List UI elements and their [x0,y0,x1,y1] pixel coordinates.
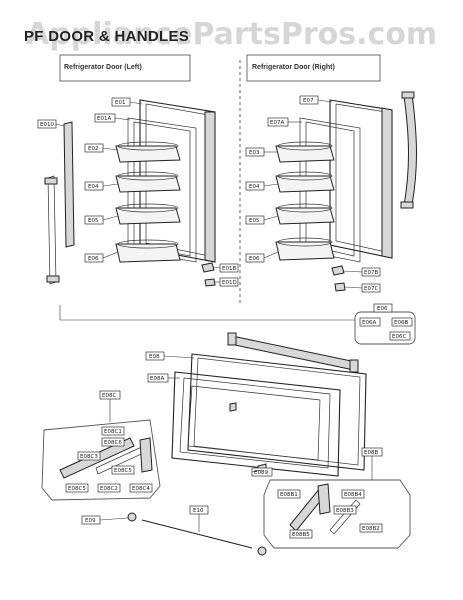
svg-text:E08C5: E08C5 [114,468,132,474]
right-door-hinge-parts [331,265,346,292]
svg-text:E08A: E08A [150,376,164,382]
svg-text:E06: E06 [377,306,388,312]
left-door-hinge-parts [201,262,216,287]
svg-text:E08C: E08C [102,393,116,399]
drawer-right-rail [289,483,361,535]
callout-labels: E01 E01A E010 E02 E04 E05 E06 E01B E01D … [37,95,413,539]
svg-text:E02: E02 [88,146,98,152]
svg-text:E06A: E06A [362,320,376,326]
svg-text:E05: E05 [249,218,260,224]
svg-text:E08: E08 [149,354,160,360]
svg-text:E01D: E01D [222,280,237,286]
svg-text:E010: E010 [40,122,54,128]
right-door-assembly [299,99,393,263]
svg-text:E08B: E08B [364,450,378,456]
drawer-top-bar [227,332,359,373]
svg-text:E08C3: E08C3 [80,454,98,460]
svg-text:E05: E05 [88,218,99,224]
svg-text:E08B1: E08B1 [280,492,298,498]
svg-text:E07C: E07C [364,286,378,292]
svg-text:E06: E06 [88,256,99,262]
drawer-right-rail-group [263,479,411,549]
right-door-shelves [275,141,335,261]
svg-text:E01: E01 [115,100,125,106]
svg-text:E04: E04 [88,184,99,190]
svg-text:E01B: E01B [222,266,236,272]
left-door-shelves [115,141,181,263]
svg-text:E08C6: E08C6 [104,440,122,446]
svg-text:E03: E03 [249,150,260,156]
svg-text:E08B3: E08B3 [336,508,354,514]
svg-text:E07B: E07B [364,270,378,276]
svg-text:E08B5: E08B5 [292,532,310,538]
right-door-handle [400,91,417,209]
svg-text:E08C1: E08C1 [104,429,122,435]
left-door-handle [44,121,75,285]
drawer-bottom-rod [127,512,267,556]
svg-text:E08B4: E08B4 [344,492,362,498]
watermark-text: AppliancePartsPros.com [26,17,437,52]
svg-text:E04: E04 [249,184,260,190]
door-group-leader [59,305,355,321]
section-title-left: Refrigerator Door (Left) [64,64,142,71]
svg-text:E06B: E06B [394,320,408,326]
svg-text:E089: E089 [254,470,268,476]
svg-text:E10: E10 [193,508,204,514]
section-title-right: Refrigerator Door (Right) [252,64,335,71]
svg-text:E07A: E07A [270,120,284,126]
drawer-door [171,353,367,477]
svg-text:E08C2: E08C2 [100,486,118,492]
page-title: PF DOOR & HANDLES [24,28,189,45]
svg-text:E01A: E01A [97,116,111,122]
svg-text:E08C4: E08C4 [132,486,150,492]
svg-text:E06C: E06C [392,334,406,340]
svg-text:E07: E07 [303,98,314,104]
svg-text:E09: E09 [85,518,96,524]
drawer-left-rail-group [41,419,161,501]
svg-text:E06: E06 [249,256,260,262]
left-door-assembly [127,99,216,263]
section-box-right [246,54,381,82]
svg-text:E08B2: E08B2 [362,526,380,532]
section-box-left [59,54,191,82]
svg-text:E08C5: E08C5 [68,486,86,492]
